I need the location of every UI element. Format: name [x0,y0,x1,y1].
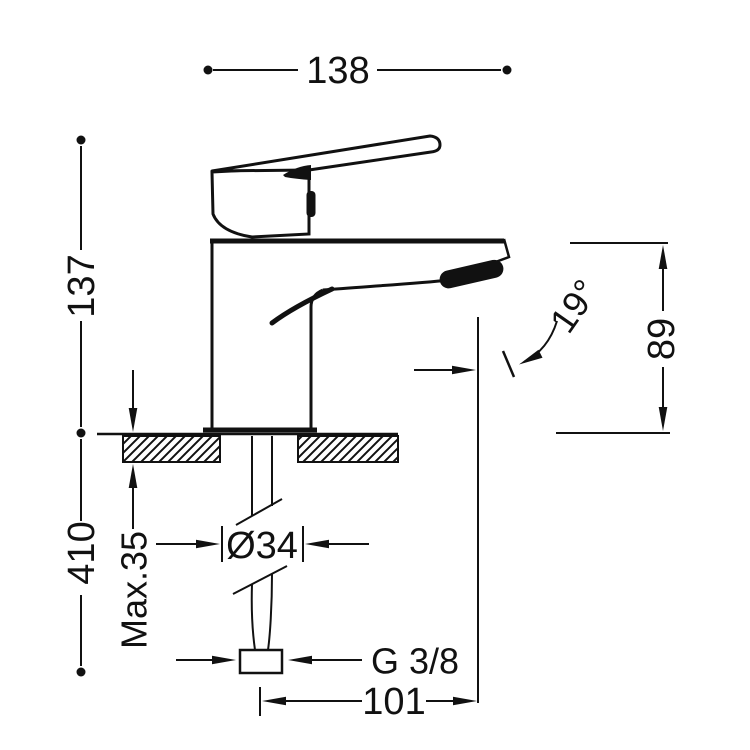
dim-dot [76,667,86,677]
hose-break-mark [232,565,288,595]
dim-outlet-offset-101: 101 [259,681,477,723]
hose-line [250,583,256,651]
connection-label: G 3/8 [371,641,459,682]
dim-width-138: 138 [203,50,512,92]
arrowhead-right [452,365,476,375]
dim-dot [76,428,86,438]
arrowhead-up [658,245,668,269]
hose-break-mark [235,498,283,526]
counter-hatch-left [122,435,221,463]
dim-hole-diameter: Ø34 [156,525,369,567]
body-front-curve [269,286,335,326]
handle-lever [210,134,442,173]
dim-diameter-label: Ø34 [226,525,298,567]
dim-tick [221,526,304,562]
hose-line [267,573,273,651]
arrowhead-down [128,408,138,432]
faucet-outline [203,134,511,433]
dim-dot [502,65,512,75]
arrowhead-right [453,696,477,706]
handle-body [210,165,311,239]
dim-spout-height-89: 89 [556,242,683,434]
counter-section [97,432,399,463]
arrowhead-left [262,696,286,706]
dim-thickness-label: Max.35 [114,531,155,649]
dim-extension-line [556,242,670,434]
dim-width-label: 138 [306,50,369,92]
angle-label: 19° [542,272,607,340]
angle-tick [501,350,516,378]
arrowhead-right [212,655,236,665]
arrowhead-curved [519,349,543,365]
body-right-edge [309,288,324,428]
arrowhead-up [128,464,138,488]
dim-offset-label: 101 [362,681,425,723]
g38-fitting [238,648,284,675]
dim-height-137: 137 [61,135,103,438]
lever-hook [283,165,311,180]
counter-hatch-right [297,435,399,463]
arrowhead-right [196,539,220,549]
dim-spout-height-label: 89 [641,318,683,360]
angle-annotation-19: 19° [414,272,607,378]
spout-underside [322,278,451,292]
dim-height-label: 137 [61,254,103,317]
dim-hose-label: 410 [61,521,103,584]
arrowhead-down [658,407,668,431]
dim-dot [203,65,213,75]
aerator [439,259,504,289]
supply-hose [232,436,288,675]
dim-dot [76,135,86,145]
arrowhead-left [288,655,312,665]
arrowhead-left [305,539,329,549]
dim-counter-thickness: Max.35 [114,370,155,649]
dim-hose-410: 410 [61,439,103,677]
cartridge-clip [306,191,316,217]
connection-callout: G 3/8 [176,641,459,682]
